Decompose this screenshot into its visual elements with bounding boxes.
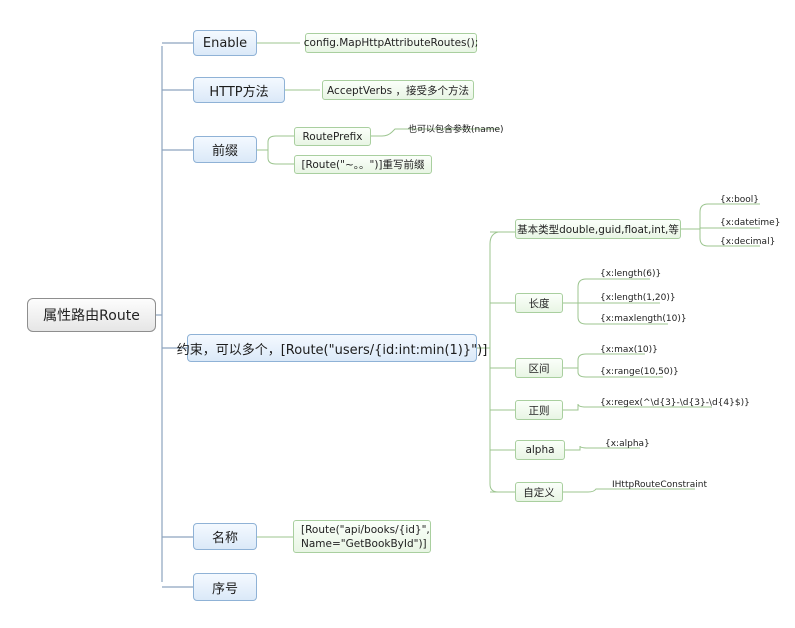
basic-item-bool: {x:bool} xyxy=(720,195,760,205)
alpha-item: {x:alpha} xyxy=(605,439,650,449)
length-item-3: {x:maxlength(10)} xyxy=(600,314,687,324)
branch-prefix[interactable]: 前缀 xyxy=(193,136,257,163)
regex-item: {x:regex(^\d{3}-\d{3}-\d{4}$)} xyxy=(600,398,750,408)
branch-order[interactable]: 序号 xyxy=(193,573,257,601)
branch-enable[interactable]: Enable xyxy=(193,30,257,56)
basic-item-datetime: {x:datetime} xyxy=(720,218,781,228)
branch-constraint-label: 约束，可以多个，[Route("users/{id:int:min(1)}")] xyxy=(176,342,488,358)
prefix-route-prefix[interactable]: RoutePrefix xyxy=(294,127,371,146)
range-item-1: {x:max(10)} xyxy=(600,345,658,355)
prefix-override[interactable]: [Route("~。。")]重写前缀 xyxy=(294,155,432,174)
constraint-regex-label: 正则 xyxy=(528,404,550,417)
range-item-2: {x:range(10,50)} xyxy=(600,367,679,377)
enable-detail[interactable]: config.MapHttpAttributeRoutes(); xyxy=(303,33,479,53)
constraint-alpha-label: alpha xyxy=(525,444,555,456)
constraint-range[interactable]: 区间 xyxy=(515,358,563,378)
constraint-length-label: 长度 xyxy=(528,297,550,310)
branch-enable-label: Enable xyxy=(202,35,248,51)
length-item-1: {x:length(6)} xyxy=(600,269,662,279)
branch-http-label: HTTP方法 xyxy=(209,84,269,100)
branch-constraint[interactable]: 约束，可以多个，[Route("users/{id:int:min(1)}")] xyxy=(177,334,487,362)
branch-http-method[interactable]: HTTP方法 xyxy=(193,77,285,103)
constraint-custom-label: 自定义 xyxy=(523,486,555,499)
http-detail-text: AcceptVerbs ，接受多个方法 xyxy=(327,84,469,97)
enable-detail-text: config.MapHttpAttributeRoutes(); xyxy=(303,37,479,49)
branch-name[interactable]: 名称 xyxy=(193,523,257,550)
name-detail-line2: Name="GetBookById")] xyxy=(301,537,427,550)
root-label: 属性路由Route xyxy=(43,308,140,324)
constraint-range-label: 区间 xyxy=(528,362,550,375)
http-detail[interactable]: AcceptVerbs ，接受多个方法 xyxy=(322,80,474,100)
branch-name-label: 名称 xyxy=(211,531,238,546)
length-item-2: {x:length(1,20)} xyxy=(600,293,676,303)
constraint-basic-label: 基本类型double,guid,float,int,等 xyxy=(517,223,679,236)
constraint-length[interactable]: 长度 xyxy=(515,293,563,313)
constraint-custom[interactable]: 自定义 xyxy=(515,482,563,502)
prefix-route-prefix-text: RoutePrefix xyxy=(302,130,363,143)
custom-item: IHttpRouteConstraint xyxy=(612,480,707,490)
prefix-note: 也可以包含参数(name) xyxy=(408,125,504,135)
constraint-basic-types[interactable]: 基本类型double,guid,float,int,等 xyxy=(515,219,681,239)
basic-item-decimal: {x:decimal} xyxy=(720,237,776,247)
branch-prefix-label: 前缀 xyxy=(211,144,238,159)
constraint-regex[interactable]: 正则 xyxy=(515,400,563,420)
root-node[interactable]: 属性路由Route xyxy=(27,298,156,332)
prefix-override-text: [Route("~。。")]重写前缀 xyxy=(301,159,425,171)
constraint-alpha[interactable]: alpha xyxy=(515,440,565,460)
name-detail-line1: [Route("api/books/{id}", xyxy=(301,523,430,536)
branch-order-label: 序号 xyxy=(211,581,238,597)
name-detail[interactable]: [Route("api/books/{id}", Name="GetBookBy… xyxy=(293,520,431,553)
